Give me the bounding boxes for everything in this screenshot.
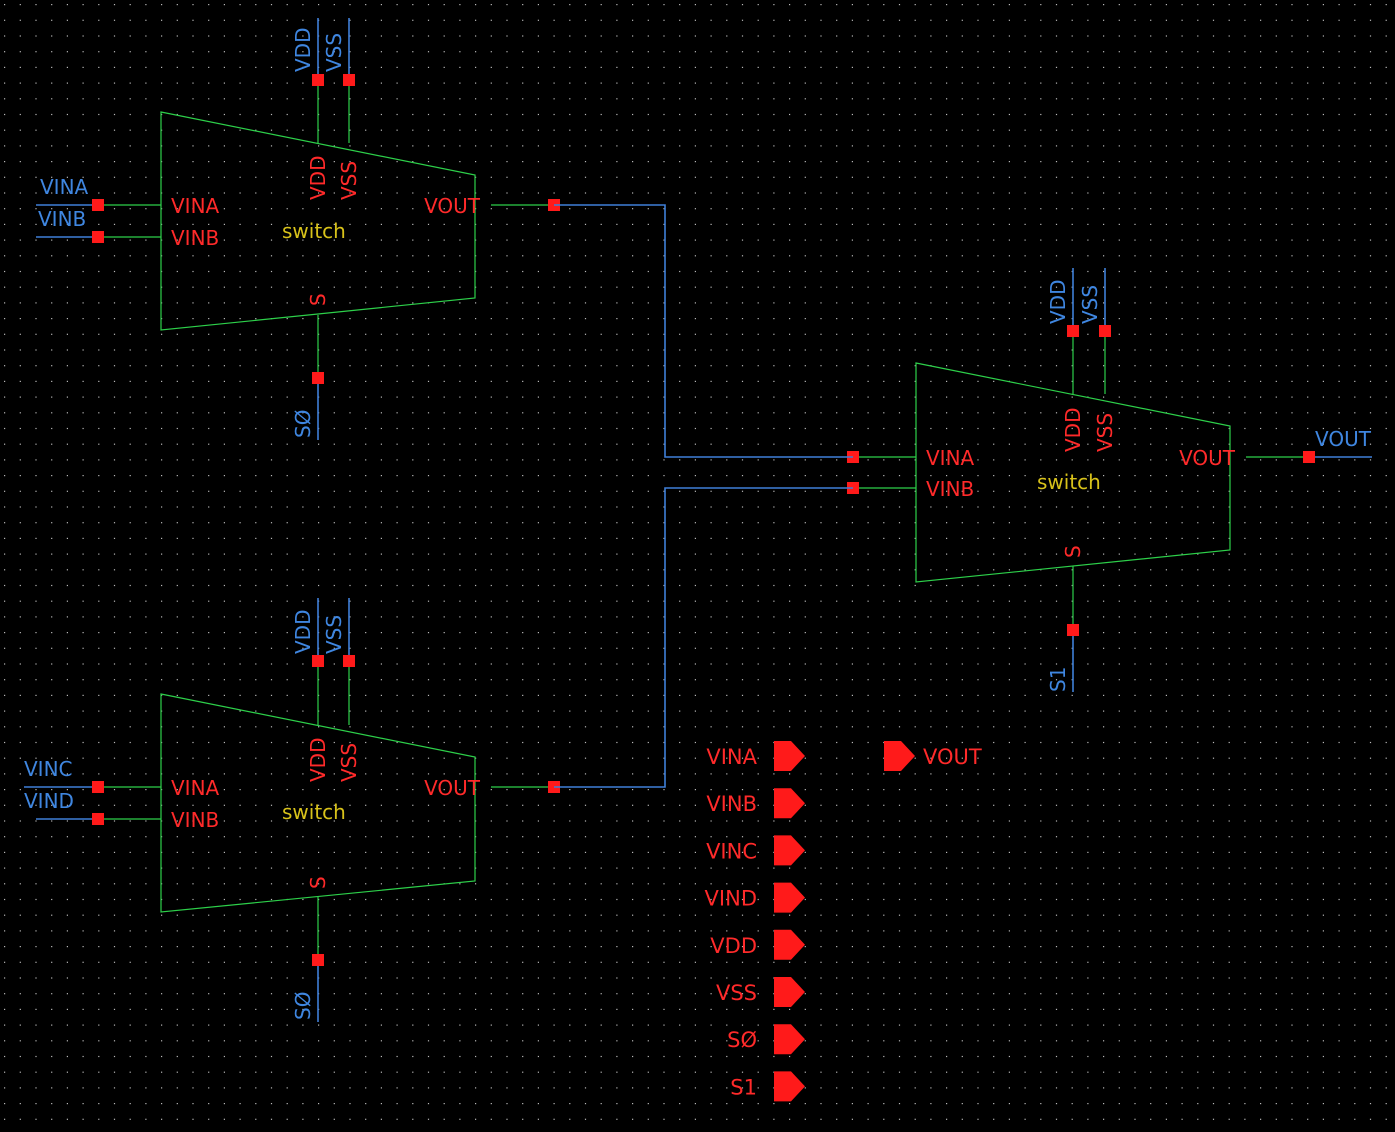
io-output-list[interactable]: VOUT xyxy=(884,741,982,771)
switch-body xyxy=(915,362,1231,583)
io-pin-label: VDD xyxy=(710,934,757,958)
pin-vinb[interactable] xyxy=(92,813,104,825)
net-label-s0: SØ xyxy=(291,992,315,1020)
io-pin-list[interactable]: VINA VINB VINC VIND VDD VSS SØ S1 xyxy=(705,741,805,1102)
io-pin-label: SØ xyxy=(727,1028,757,1052)
io-pin-label: VSS xyxy=(716,981,757,1005)
net-label-vout: VOUT xyxy=(1315,427,1372,451)
pin-vdd[interactable] xyxy=(312,74,324,86)
pin-label-s: S xyxy=(306,876,330,889)
net-label-vss: VSS xyxy=(1078,285,1102,324)
switch-instance-top-left[interactable]: VINA VINB VOUT VDD VSS S switch VINA VIN… xyxy=(36,18,560,440)
interconnect-wires[interactable] xyxy=(554,204,853,788)
io-pin-label: VOUT xyxy=(923,745,982,769)
pin-label-vdd: VDD xyxy=(306,156,330,200)
pin-label-vss: VSS xyxy=(337,161,361,200)
pin-label-vdd: VDD xyxy=(1061,408,1085,452)
pin-label-vss: VSS xyxy=(337,743,361,782)
io-pin-input-shape[interactable] xyxy=(774,835,805,866)
pin-vinb[interactable] xyxy=(92,231,104,243)
net-label-vinb: VINB xyxy=(38,207,86,231)
pin-vdd[interactable] xyxy=(312,655,324,667)
switch-instance-right[interactable]: VINA VINB VOUT VDD VSS S switch VOUT VDD… xyxy=(847,268,1372,692)
pin-vout[interactable] xyxy=(1303,451,1315,463)
pin-vdd[interactable] xyxy=(1067,325,1079,337)
net-label-s1: S1 xyxy=(1046,667,1070,692)
io-pin-input-shape[interactable] xyxy=(774,788,805,819)
io-pin-input-shape[interactable] xyxy=(774,1071,805,1102)
pin-label-vina: VINA xyxy=(171,776,220,800)
net-label-vss: VSS xyxy=(322,33,346,72)
pin-label-vina: VINA xyxy=(926,446,975,470)
net-label-vdd: VDD xyxy=(291,28,315,72)
switch-body xyxy=(160,111,476,331)
pin-label-s: S xyxy=(306,293,330,306)
pin-label-vss: VSS xyxy=(1093,413,1117,452)
net-label-vss: VSS xyxy=(322,615,346,654)
io-pin-input-shape[interactable] xyxy=(774,882,805,913)
pin-vina[interactable] xyxy=(92,781,104,793)
pin-s[interactable] xyxy=(1067,624,1079,636)
wire-bottom-to-right-vinb[interactable] xyxy=(554,487,853,788)
io-pin-output-shape[interactable] xyxy=(884,741,915,771)
pin-label-vina: VINA xyxy=(171,194,220,218)
pin-vss[interactable] xyxy=(1099,325,1111,337)
pin-label-vdd: VDD xyxy=(306,738,330,782)
wire-top-to-right-vina[interactable] xyxy=(554,204,853,458)
io-pin-input-shape[interactable] xyxy=(774,929,805,960)
net-label-vdd: VDD xyxy=(1046,280,1070,324)
pin-s[interactable] xyxy=(312,954,324,966)
background-grid xyxy=(4,4,1387,1120)
pin-label-vout: VOUT xyxy=(1179,446,1236,470)
instance-cell-name: switch xyxy=(282,219,346,243)
io-pin-label: VIND xyxy=(705,887,757,911)
io-pin-input-shape[interactable] xyxy=(774,977,805,1007)
net-label-vdd: VDD xyxy=(291,610,315,654)
pin-vss[interactable] xyxy=(343,655,355,667)
pin-s[interactable] xyxy=(312,372,324,384)
net-label-vinc: VINC xyxy=(24,757,73,781)
switch-body xyxy=(160,693,476,913)
pin-label-vout: VOUT xyxy=(424,194,481,218)
pin-label-vinb: VINB xyxy=(926,477,974,501)
io-pin-label: VINC xyxy=(706,839,757,863)
pin-vina[interactable] xyxy=(92,199,104,211)
pin-label-vinb: VINB xyxy=(171,808,219,832)
pin-label-vout: VOUT xyxy=(424,776,481,800)
io-pin-label: S1 xyxy=(730,1075,757,1099)
pin-label-s: S xyxy=(1061,545,1085,558)
io-pin-label: VINA xyxy=(706,745,757,769)
instance-cell-name: switch xyxy=(282,800,346,824)
switch-instance-bottom-left[interactable]: VINA VINB VOUT VDD VSS S switch VINC VIN… xyxy=(24,598,560,1022)
pin-label-vinb: VINB xyxy=(171,226,219,250)
net-label-vind: VIND xyxy=(24,789,74,813)
io-pin-input-shape[interactable] xyxy=(774,741,805,771)
net-label-vina: VINA xyxy=(40,175,89,199)
pin-vss[interactable] xyxy=(343,74,355,86)
io-pin-label: VINB xyxy=(706,792,757,816)
instance-cell-name: switch xyxy=(1037,470,1101,494)
io-pin-input-shape[interactable] xyxy=(774,1024,805,1055)
net-label-s0: SØ xyxy=(291,410,315,438)
